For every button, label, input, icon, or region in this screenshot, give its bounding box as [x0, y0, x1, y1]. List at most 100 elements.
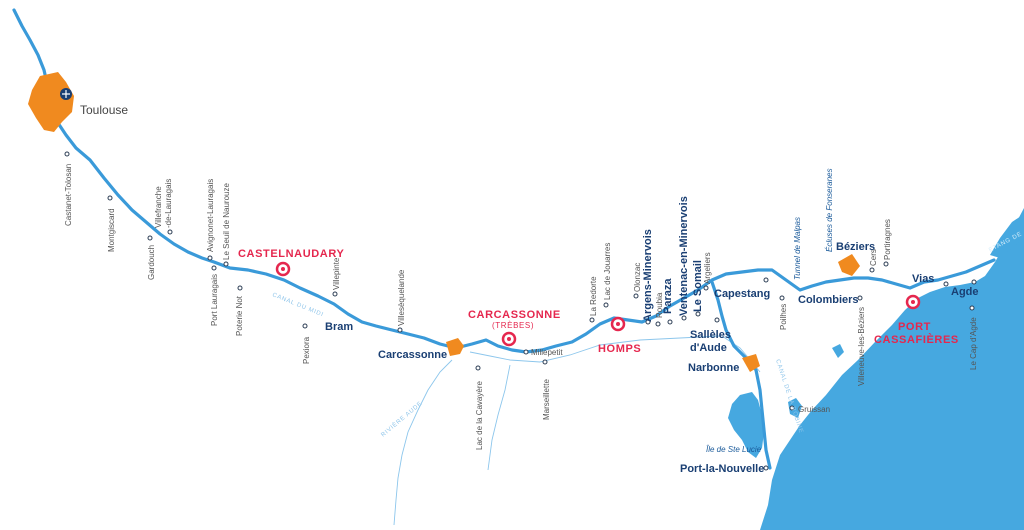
place-pexiora: Pexiora — [302, 336, 311, 364]
riviere-aude — [393, 359, 453, 526]
place-argens: Argens-Minervois — [642, 229, 654, 322]
place-ventenac: Ventenac-en-Minervois — [678, 196, 690, 316]
label-ile-ste-lucie: Île de Ste Lucie — [706, 445, 762, 454]
port-marker-port-cassafieres[interactable] — [905, 294, 921, 310]
place-dot — [211, 265, 217, 271]
place-dot — [655, 321, 661, 327]
place-capestang: Capestang — [714, 288, 770, 300]
place-argeliers: Argeliers — [703, 252, 712, 284]
etang-small-2 — [832, 344, 844, 358]
place-la-redorte: La Redorte — [589, 276, 598, 316]
etang-bages — [728, 392, 764, 458]
narbonne-area — [742, 354, 760, 372]
place-dot — [645, 319, 651, 325]
place-marseillette: Marseillette — [542, 379, 551, 420]
port-marker-castelnaudary[interactable] — [275, 261, 291, 277]
port-label-castelnaudary: CASTELNAUDARY — [238, 248, 344, 260]
river-trib — [487, 364, 511, 471]
place-seuil: Le Seuil de Naurouze — [222, 183, 231, 260]
place-dot — [633, 293, 639, 299]
place-gardouch: Gardouch — [147, 245, 156, 280]
city-narbonne: Narbonne — [688, 362, 739, 374]
place-dot — [667, 319, 673, 325]
port-sublabel-trebes: (TRÈBES) — [492, 321, 534, 330]
etang-small — [788, 398, 802, 418]
place-dot — [167, 229, 173, 235]
city-carcassonne: Carcassonne — [378, 349, 447, 361]
place-dot — [779, 295, 785, 301]
place-dot — [943, 281, 949, 287]
place-montgiscard: Montgiscard — [107, 208, 116, 252]
place-dot — [869, 267, 875, 273]
place-dot — [971, 279, 977, 285]
label-tunnel-malpas: Tunnel de Malpas — [793, 217, 802, 280]
place-dot — [107, 195, 113, 201]
city-agde: Agde — [951, 286, 979, 298]
place-paraza: Paraza — [662, 278, 674, 314]
place-dot — [523, 349, 529, 355]
place-avignonet: Avignonet-Lauragais — [206, 179, 215, 252]
place-dot — [475, 365, 481, 371]
place-villeneuve: Villeneuve-les-Béziers — [857, 307, 866, 386]
carcassonne-area — [446, 338, 464, 356]
place-villesequelande: Villesèquelande — [397, 269, 406, 326]
place-dot — [883, 261, 889, 267]
place-poterie: Poterie Not — [235, 295, 244, 336]
place-cers: Cers — [869, 249, 878, 266]
riviere-aude-label: RIVIÈRE AUDE — [380, 400, 424, 439]
beziers-area — [838, 254, 860, 276]
place-dot — [332, 291, 338, 297]
place-le-somail: Le Somail — [692, 260, 704, 312]
place-dot — [714, 317, 720, 323]
place-millepetit: Millepetit — [531, 348, 563, 357]
place-villefranche-2: -de-Lauragais — [164, 179, 173, 228]
place-dot — [695, 311, 701, 317]
place-dot — [763, 277, 769, 283]
place-bram: Bram — [325, 321, 353, 333]
place-dot — [969, 305, 975, 311]
place-villepinte: Villepinte — [332, 257, 341, 290]
place-port-lauragais: Port Lauragais — [210, 274, 219, 326]
place-dot — [589, 317, 595, 323]
place-sallesles-1: Sallèles — [690, 329, 731, 341]
place-dot — [397, 327, 403, 333]
mediterranean-sea — [760, 208, 1024, 530]
place-lac-cavayere: Lac de la Cavayère — [475, 381, 484, 450]
canal-robine-label: CANAL DE LA ROBINE — [774, 359, 804, 435]
city-toulouse: Toulouse — [80, 103, 128, 117]
place-colombiers: Colombiers — [798, 294, 859, 306]
place-poilhes: Poilhes — [779, 304, 788, 330]
port-label-port-2: CASSAFIÈRES — [874, 333, 959, 346]
place-dot — [789, 405, 795, 411]
place-dot — [857, 295, 863, 301]
city-port-la-nouvelle: Port-la-Nouvelle — [680, 463, 764, 475]
place-gruissan: Gruissan — [798, 405, 830, 414]
port-label-carcassonne: CARCASSONNE — [468, 309, 561, 321]
place-dot — [207, 255, 213, 261]
place-dot — [603, 302, 609, 308]
place-dot — [542, 359, 548, 365]
place-dot — [237, 285, 243, 291]
city-beziers: Béziers — [836, 241, 875, 253]
port-label-port-1: PORT — [898, 321, 931, 333]
place-villefranche: Villefranche — [154, 186, 163, 228]
riviere-aude-upper — [469, 335, 721, 363]
place-dot — [703, 285, 709, 291]
etang-lagoon — [990, 214, 1024, 258]
place-sallesles-2: d'Aude — [690, 342, 727, 354]
canal-du-midi-route — [12, 8, 996, 354]
port-marker-homps[interactable] — [610, 316, 626, 332]
toulouse-area — [28, 72, 74, 132]
port-marker-carcassonne[interactable] — [501, 331, 517, 347]
place-portiragnes: Portiragnes — [883, 219, 892, 260]
place-lac-jouarres: Lac de Jouarres — [603, 243, 612, 300]
place-dot — [681, 315, 687, 321]
place-castanet: Castanet-Tolosan — [64, 164, 73, 226]
place-dot — [763, 465, 769, 471]
place-roubia: Roubia — [655, 292, 664, 318]
airplane-icon — [60, 88, 72, 100]
label-ecluses: Écluses de Fonseranes — [825, 168, 834, 252]
place-vias: Vias — [912, 273, 934, 285]
place-le-cap: Le Cap d'Agde — [969, 317, 978, 370]
